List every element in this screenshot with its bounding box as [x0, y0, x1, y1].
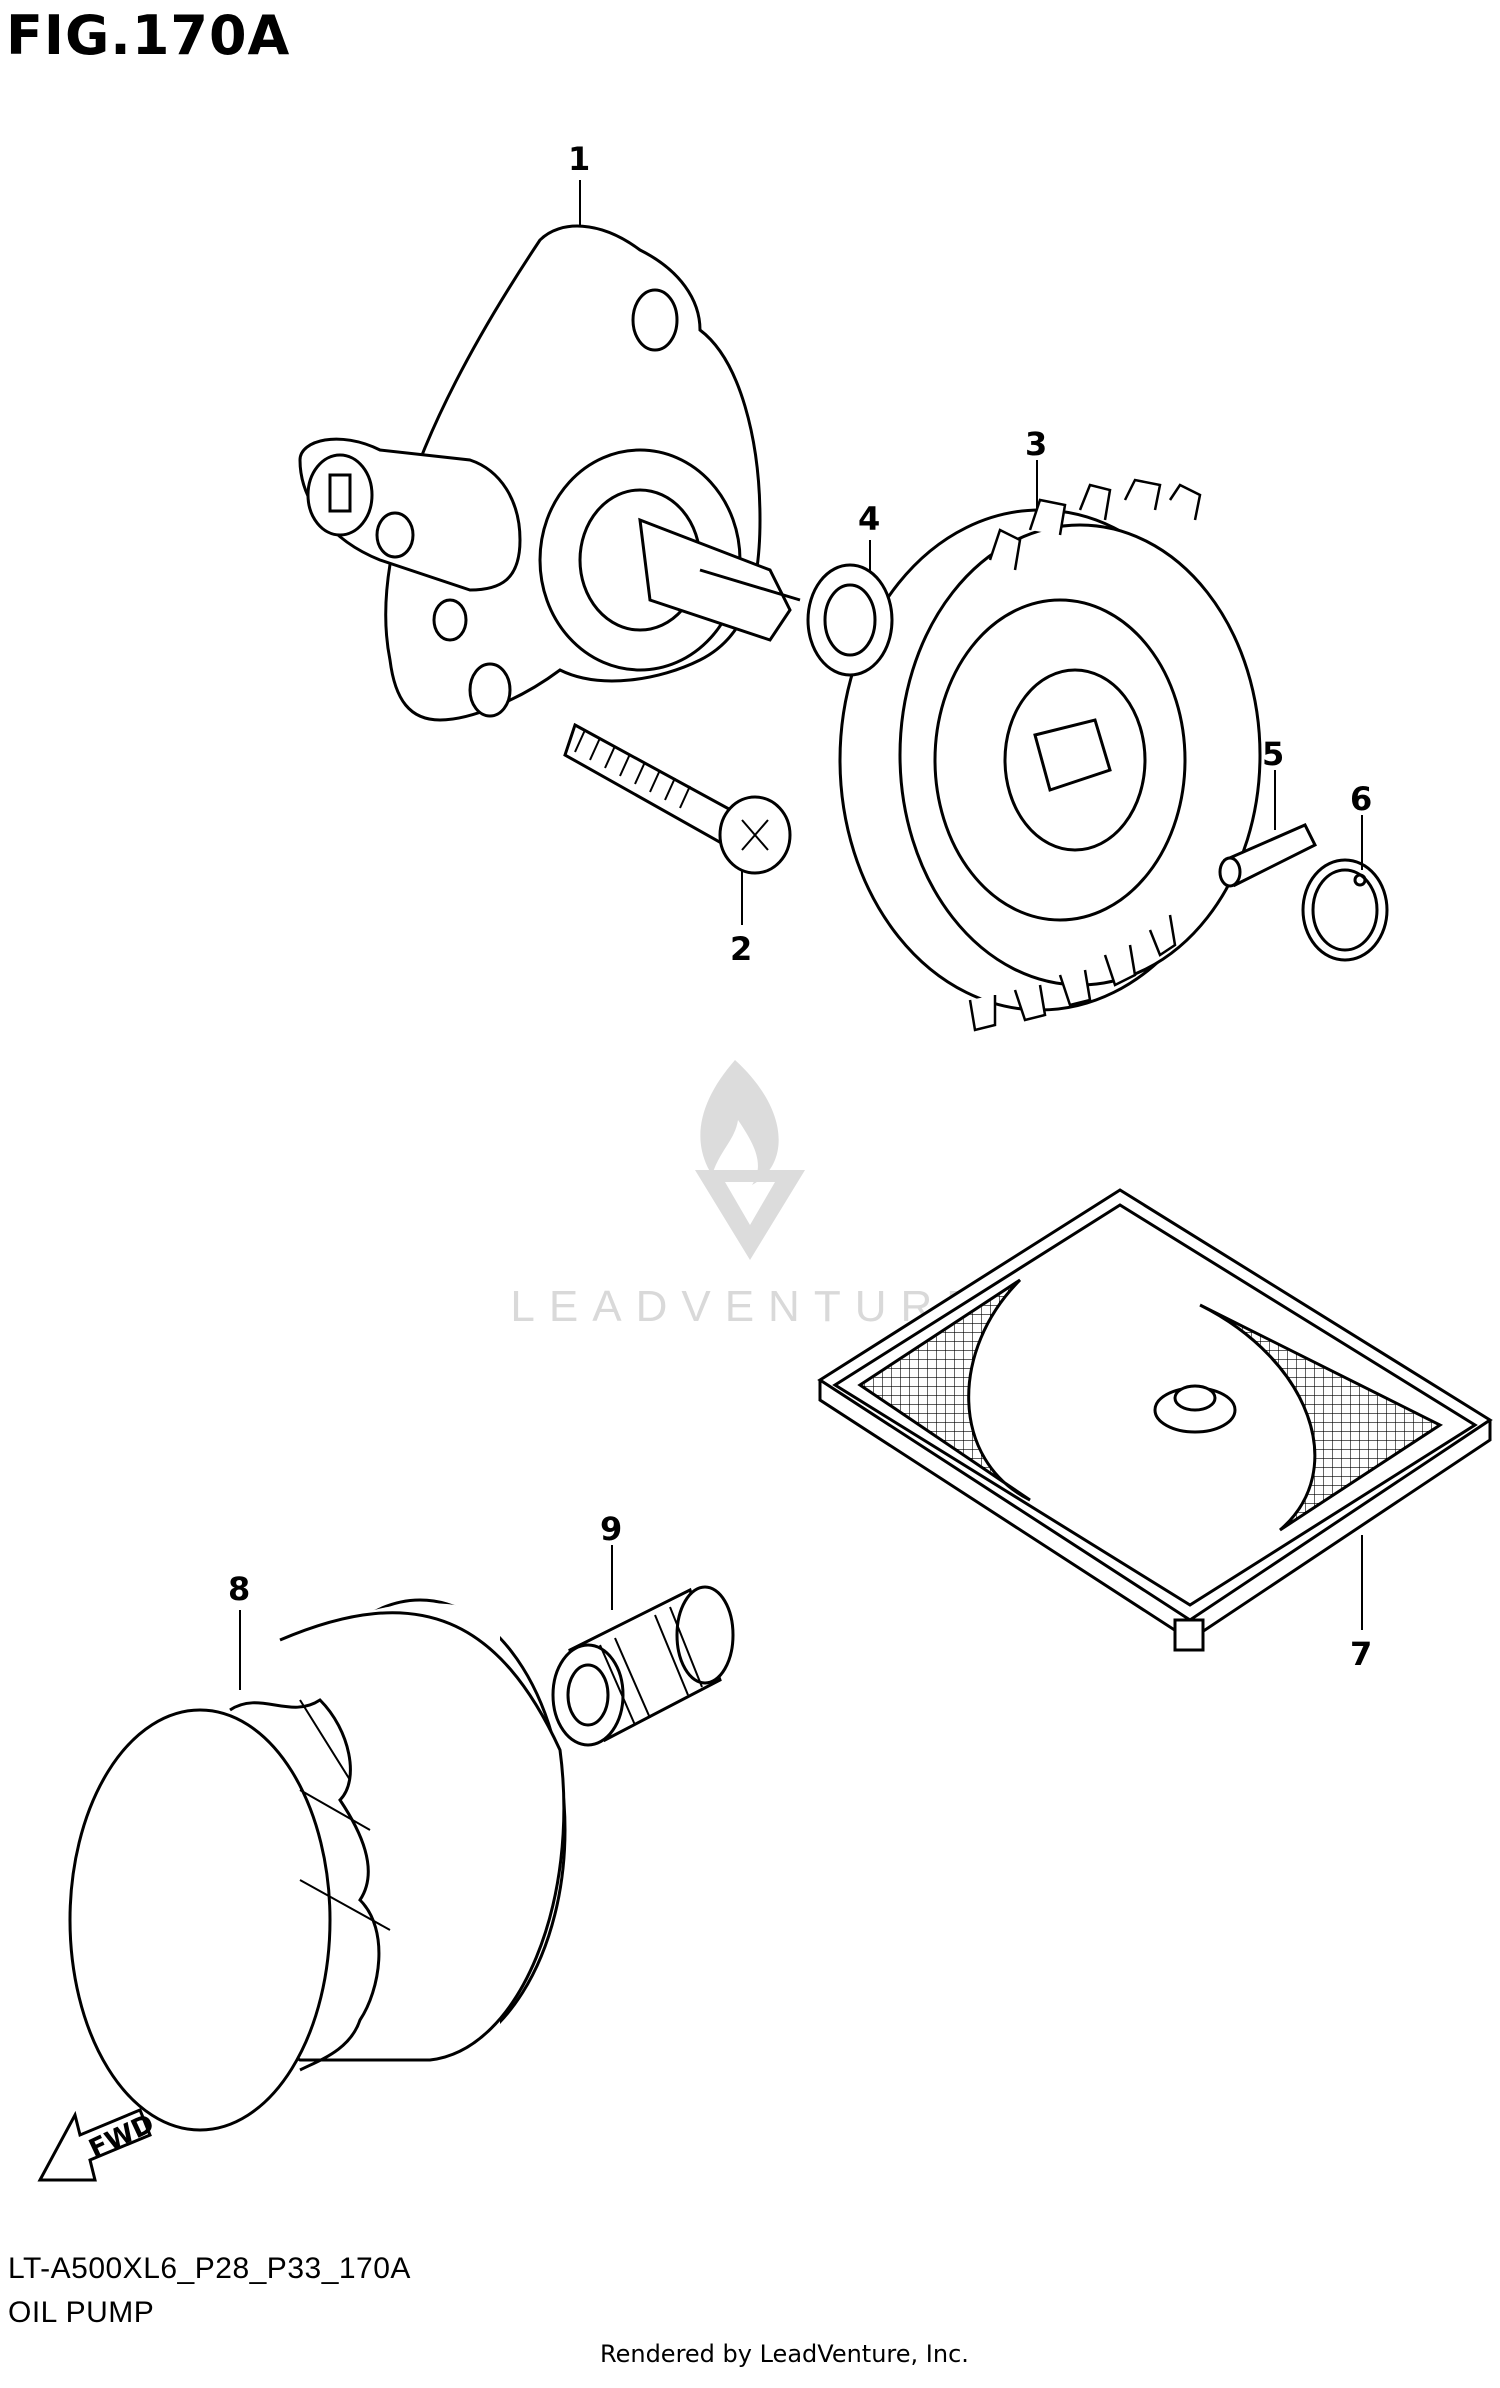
callout-8: 8: [228, 1570, 250, 1608]
callout-4: 4: [858, 500, 880, 538]
watermark-text: LEADVENTURE: [510, 1282, 990, 1331]
callout-5: 5: [1262, 735, 1284, 773]
model-code: LT-A500XL6_P28_P33_170A: [8, 2252, 411, 2285]
oil-filter: [68, 1598, 567, 2132]
callout-1: 1: [568, 140, 590, 178]
watermark-logo: [695, 1060, 805, 1260]
rendered-by-text: Rendered by LeadVenture, Inc.: [600, 2340, 969, 2368]
oil-pump-body: [298, 224, 801, 722]
section-name: OIL PUMP: [8, 2296, 155, 2329]
callout-9: 9: [600, 1510, 622, 1548]
pin: [1218, 823, 1318, 888]
callout-7: 7: [1350, 1635, 1372, 1673]
oil-strainer: [817, 1188, 1493, 1652]
washer: [806, 563, 894, 677]
callout-6: 6: [1350, 780, 1372, 818]
bolt: [563, 722, 792, 875]
callout-2: 2: [730, 930, 752, 968]
oil-pump-gear: [838, 478, 1262, 1032]
circlip: [1301, 858, 1389, 962]
union-bolt: [551, 1585, 735, 1747]
fwd-arrow-icon: FWD: [37, 2108, 159, 2182]
callout-3: 3: [1025, 425, 1047, 463]
figure-title: FIG.170A: [6, 4, 291, 67]
